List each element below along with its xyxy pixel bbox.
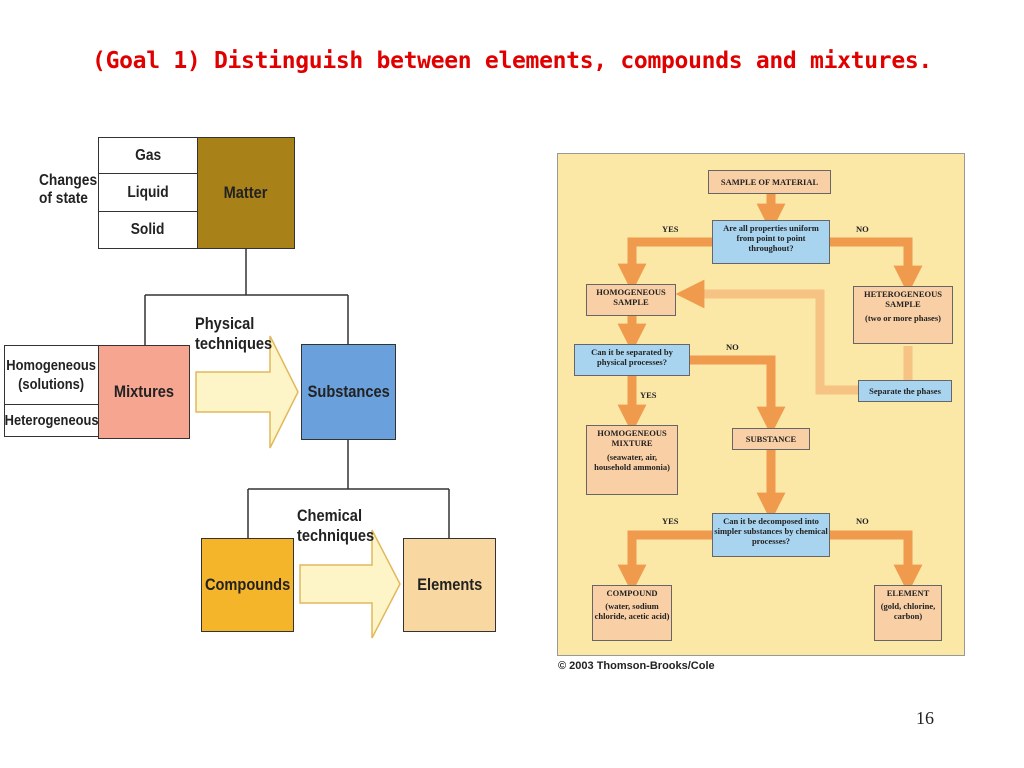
heterogeneous-sample-box: HETEROGENEOUS SAMPLE (two or more phases… <box>853 286 953 344</box>
homogeneous-mixture-box: HOMOGENEOUS MIXTURE (seawater, air, hous… <box>586 425 678 495</box>
flowchart-arrows <box>617 194 923 594</box>
state-gas: Gas <box>99 138 197 174</box>
mixtures-box: Mixtures <box>98 345 190 439</box>
yes-label-1: YES <box>662 224 679 234</box>
chemical-techniques-arrow <box>299 529 401 639</box>
no-label-2: NO <box>726 342 739 352</box>
compounds-box: Compounds <box>201 538 294 632</box>
separate-phases-box: Separate the phases <box>858 380 952 402</box>
substance-box: SUBSTANCE <box>732 428 810 450</box>
homogeneous-label: Homogeneous (solutions) <box>5 346 98 405</box>
no-label-1: NO <box>856 224 869 234</box>
changes-of-state-label: Changes of state <box>39 172 98 207</box>
matter-box: Matter <box>197 137 295 249</box>
heterogeneous-label: Heterogeneous <box>4 412 99 429</box>
question-decomposed-box: Can it be decomposed into simpler substa… <box>712 513 830 557</box>
classification-flowchart: SAMPLE OF MATERIAL Are all properties un… <box>557 153 965 656</box>
question-separated-box: Can it be separated by physical processe… <box>574 344 690 376</box>
element-box: ELEMENT (gold, chlorine, carbon) <box>874 585 942 641</box>
yes-label-2: YES <box>640 390 657 400</box>
copyright-credit: © 2003 Thomson-Brooks/Cole <box>558 660 715 672</box>
state-liquid: Liquid <box>99 174 197 212</box>
physical-techniques-label: Physical techniques <box>195 314 273 353</box>
homogeneous-sample-box: HOMOGENEOUS SAMPLE <box>586 284 676 316</box>
slide-number: 16 <box>916 708 934 728</box>
elements-box: Elements <box>403 538 496 632</box>
states-box: Gas Liquid Solid <box>98 137 198 249</box>
slide-title: (Goal 1) Distinguish between elements, c… <box>92 48 932 74</box>
sample-of-material-box: SAMPLE OF MATERIAL <box>708 170 831 194</box>
chemical-techniques-label: Chemical techniques <box>297 506 375 545</box>
compound-box: COMPOUND (water, sodium chloride, acetic… <box>592 585 672 641</box>
physical-techniques-arrow <box>195 335 299 449</box>
question-uniform-box: Are all properties uniform from point to… <box>712 220 830 264</box>
substances-box: Substances <box>301 344 396 440</box>
state-solid: Solid <box>131 221 165 238</box>
mixture-types-box: Homogeneous (solutions) Heterogeneous <box>4 345 99 437</box>
no-label-3: NO <box>856 516 869 526</box>
yes-label-3: YES <box>662 516 679 526</box>
